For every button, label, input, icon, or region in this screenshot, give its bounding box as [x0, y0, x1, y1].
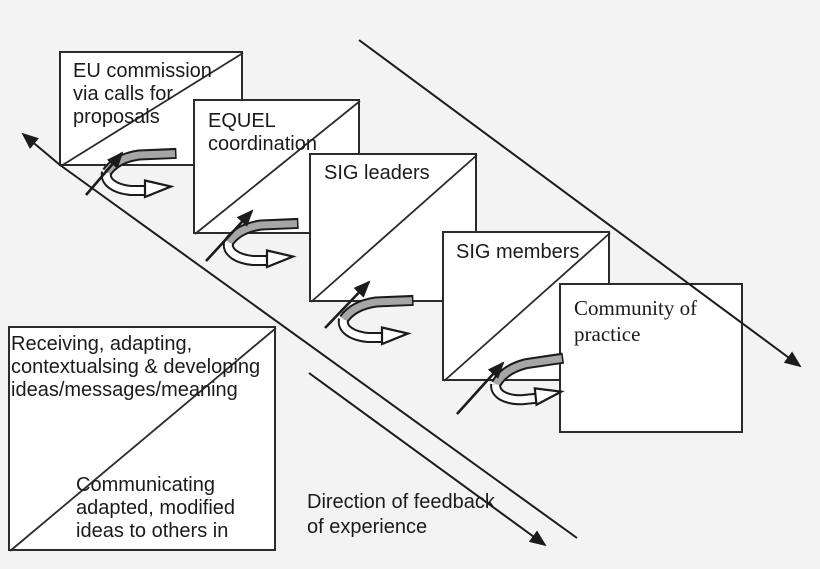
box-label: Community of practice: [561, 285, 741, 347]
box-label: SIG members: [444, 233, 608, 264]
box-label-line: SIG leaders: [324, 162, 430, 184]
process-text-line: Receiving, adapting,: [11, 333, 193, 355]
feedback-label-line: of experience: [307, 516, 428, 538]
box-label-line: coordination: [208, 133, 317, 155]
box-label-line: practice: [574, 322, 641, 346]
process-receiving-text: Receiving, adapting, contextualsing & de…: [10, 328, 274, 402]
box-process: Receiving, adapting, contextualsing & de…: [8, 326, 277, 552]
box-label-line: proposals: [73, 106, 160, 128]
process-communicating-text: Communicating adapted, modified ideas to…: [76, 474, 235, 543]
box-diagonal-line: [60, 52, 244, 167]
process-text-line: ideas/messages/meaning: [11, 379, 238, 401]
box-label: EQUEL coordination: [195, 101, 358, 156]
process-text-line: ideas to others in: [76, 520, 229, 542]
process-text-line: adapted, modified: [76, 497, 236, 519]
box-community-of-practice: Community of practice: [559, 283, 743, 433]
box-label: EU commission via calls for proposals: [61, 53, 241, 129]
box-label-line: via calls for: [73, 83, 174, 105]
feedback-label-line: Direction of feedback: [307, 491, 495, 513]
box-label-line: SIG members: [456, 241, 580, 263]
cycle-arrow-icon: [337, 294, 414, 346]
feedback-direction-label: Direction of feedback of experience: [307, 490, 495, 540]
box-label-line: Community of: [574, 296, 698, 320]
box-label: SIG leaders: [311, 155, 475, 185]
box-label-line: EQUEL: [208, 110, 276, 132]
process-text-line: contextualsing & developing: [11, 356, 261, 378]
process-text-line: Communicating: [76, 474, 215, 496]
box-label-line: EU commission: [73, 60, 212, 82]
